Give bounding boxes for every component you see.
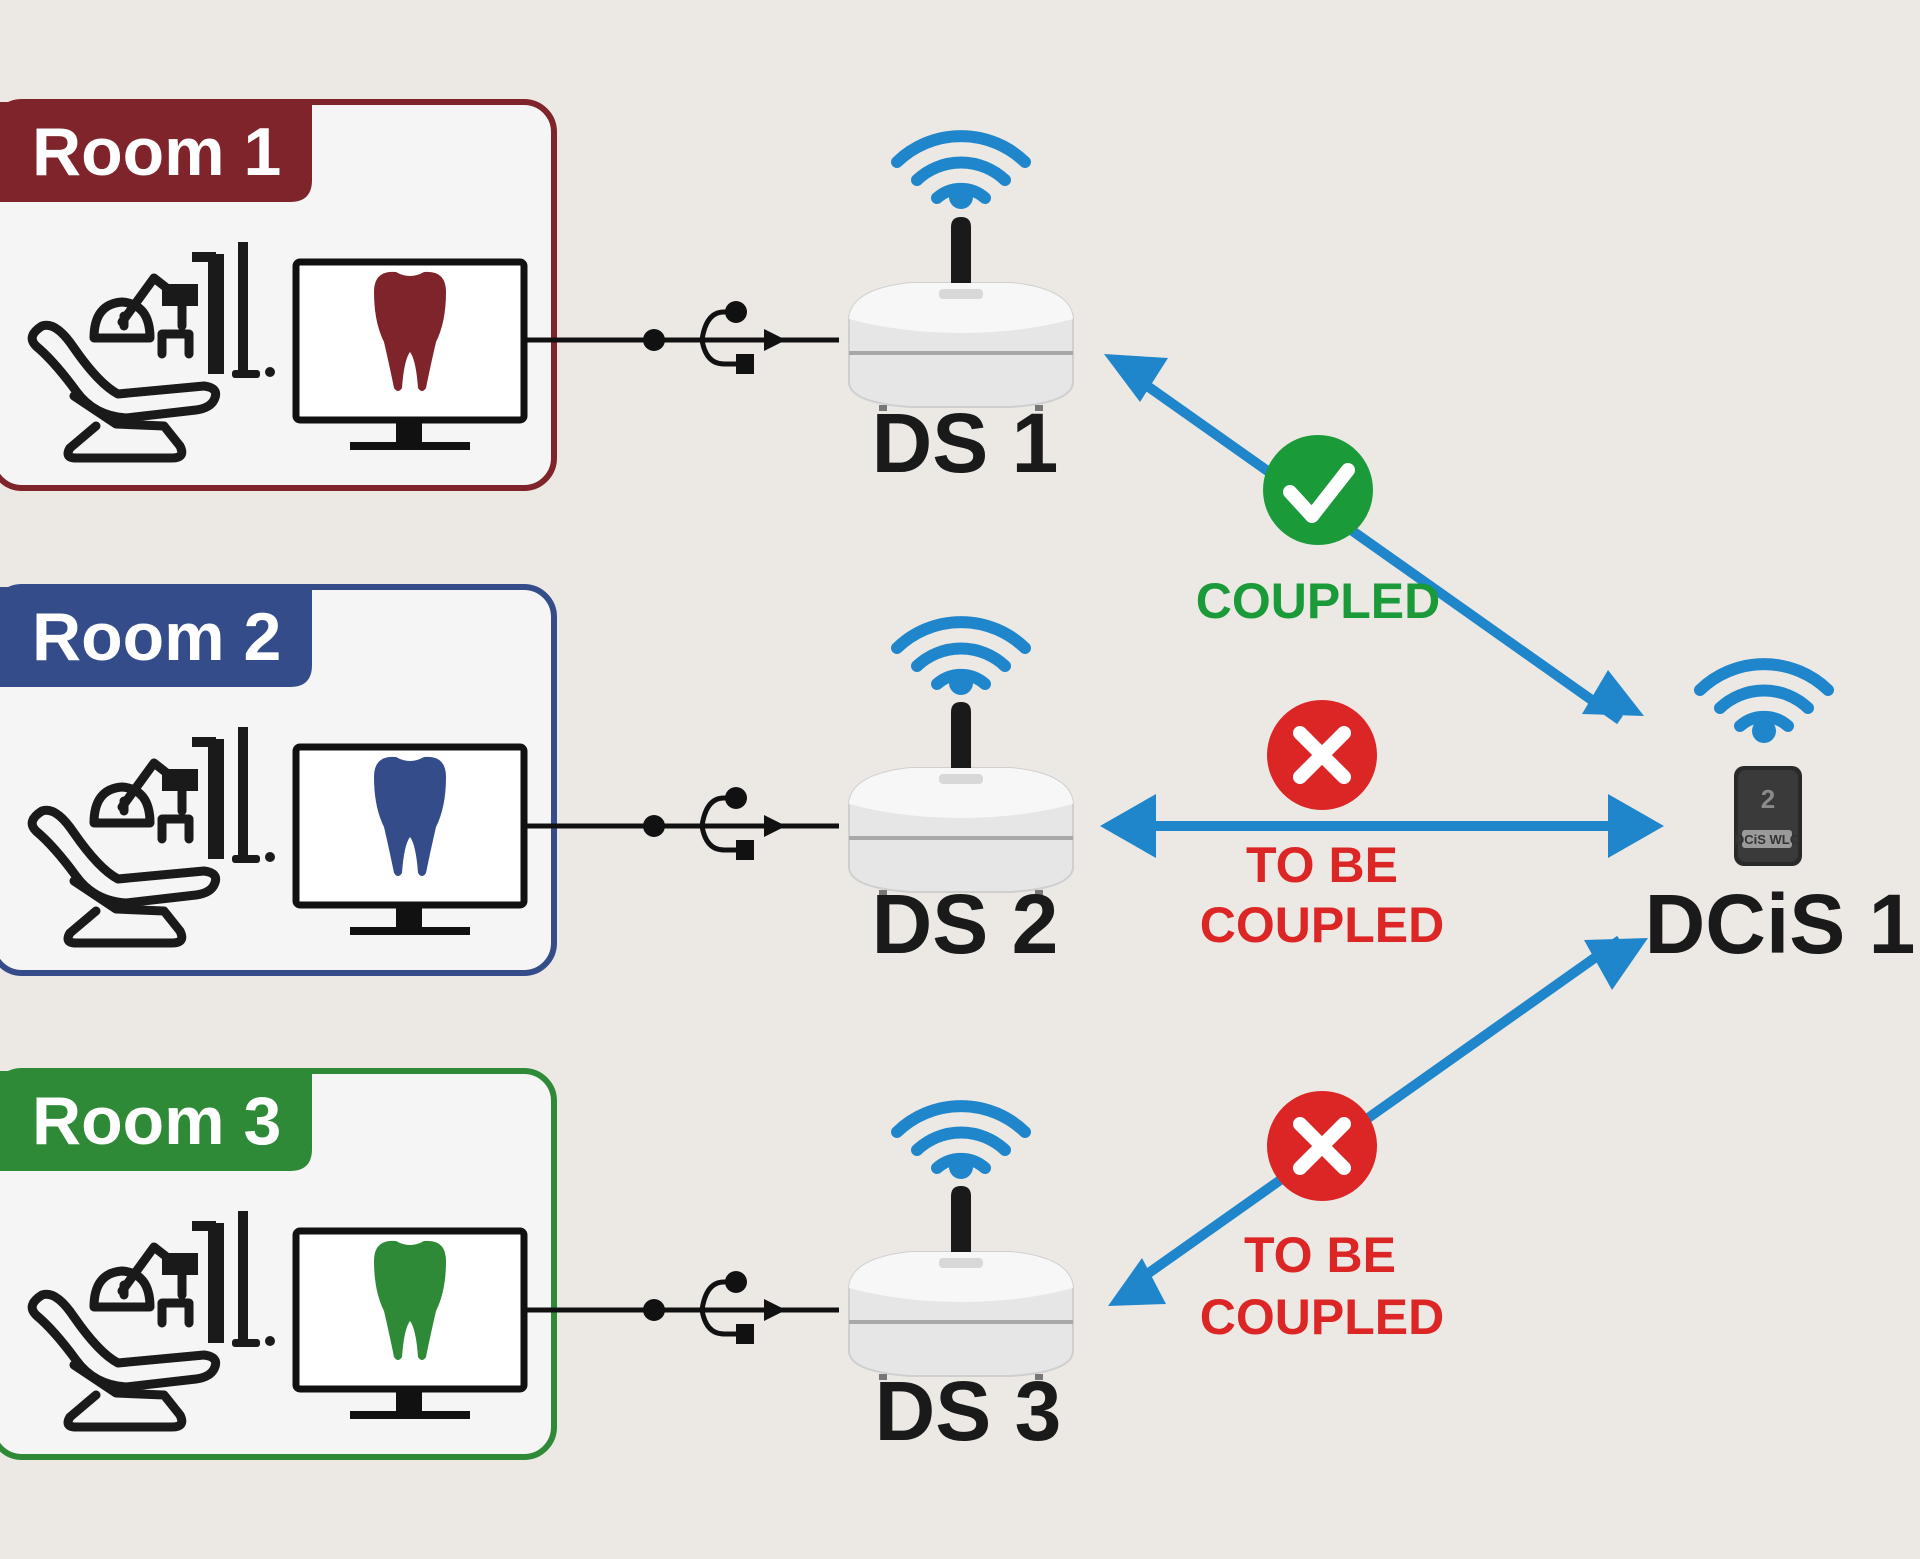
usb-icon: [524, 1271, 839, 1344]
room-3-label: Room 3: [32, 1083, 281, 1159]
wifi-dot: [1752, 719, 1776, 743]
wifi-dot: [949, 671, 973, 695]
arrowhead: [1584, 938, 1648, 990]
link-2-status-line-1: TO BE: [1246, 837, 1398, 893]
sensor-label: DCiS 1: [1645, 877, 1916, 971]
base-station-1: DS 1: [847, 136, 1075, 490]
base-station-2-label: DS 2: [872, 877, 1059, 971]
base-station-device: [847, 700, 1075, 898]
room-2: Room 2: [0, 584, 557, 976]
base-station-3: DS 3: [847, 1106, 1075, 1458]
svg-text:2: 2: [1761, 784, 1775, 814]
base-station-3-label: DS 3: [875, 1364, 1062, 1458]
base-station-device: [847, 215, 1075, 413]
room-3: Room 3: [0, 1068, 557, 1460]
link-1-status: COUPLED: [1196, 573, 1440, 629]
wifi-dot: [949, 1155, 973, 1179]
room-1: Room 1: [0, 99, 557, 491]
check-icon: [1263, 435, 1373, 545]
usb-icon: [524, 787, 839, 860]
link-ds3-dcis1: TO BE COUPLED: [1108, 935, 1648, 1345]
arrowhead: [1108, 1258, 1166, 1306]
link-ds1-dcis1: COUPLED: [1104, 354, 1644, 725]
wifi-dot: [949, 185, 973, 209]
link-ds2-dcis1: TO BE COUPLED: [1100, 700, 1664, 953]
link-3-status-line-2: COUPLED: [1200, 1289, 1444, 1345]
room-1-label: Room 1: [32, 114, 281, 190]
base-station-device: [847, 1184, 1075, 1382]
wifi-icon: [1700, 664, 1828, 726]
room-2-label: Room 2: [32, 599, 281, 675]
sensor-logo: DCiS WLC: [1735, 832, 1800, 847]
arrowhead: [1608, 794, 1664, 858]
base-station-1-label: DS 1: [872, 396, 1059, 490]
link-2-status-line-2: COUPLED: [1200, 897, 1444, 953]
link-3-status-line-1: TO BE: [1244, 1227, 1396, 1283]
sensor-dcis-1: 2 DCiS WLC DCiS 1: [1645, 664, 1916, 971]
base-station-2: DS 2: [847, 622, 1075, 971]
arrowhead: [1104, 354, 1168, 402]
arrowhead: [1100, 794, 1156, 858]
arrowhead: [1582, 670, 1644, 716]
usb-icon: [524, 301, 839, 374]
